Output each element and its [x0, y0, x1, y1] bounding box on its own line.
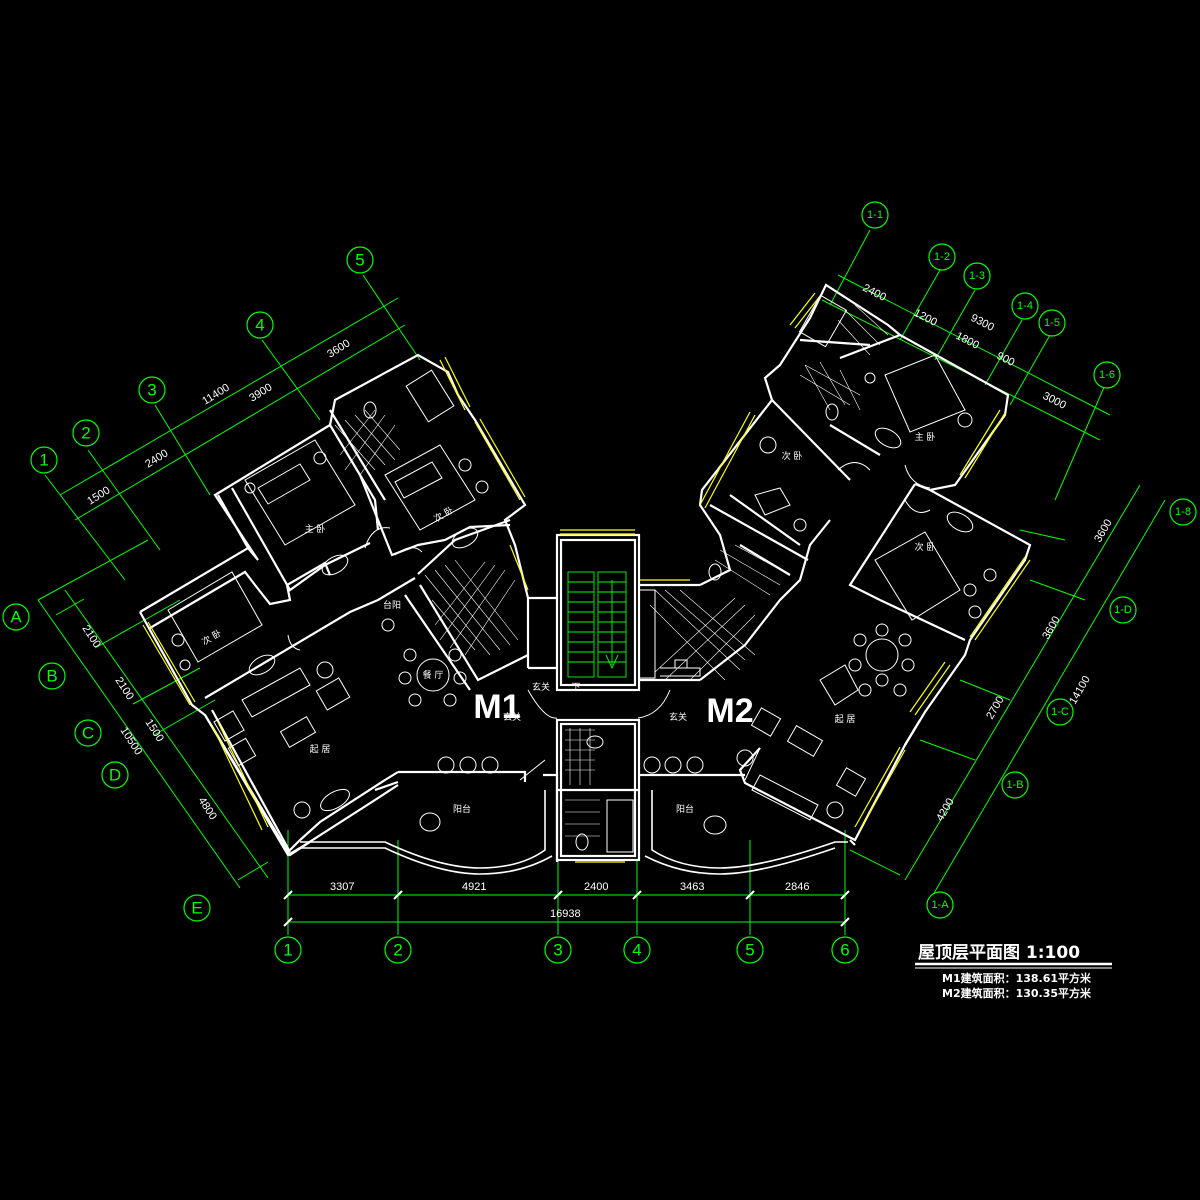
- dim-tl-4: 3600: [325, 337, 352, 360]
- grid-axis-D: D: [109, 766, 121, 785]
- grid-axis-2: 2: [393, 941, 402, 960]
- dim-bottom-1: 3307: [330, 881, 354, 893]
- dim-tl-2: 2400: [143, 447, 170, 470]
- grid-axis-tl-4: 4: [255, 316, 264, 335]
- stair-landing-label: 玄关: [532, 681, 550, 693]
- grid-axis-tl-1: 1: [39, 451, 48, 470]
- dim-tr-5: 3000: [1041, 390, 1068, 412]
- stair-flights: [567, 571, 627, 678]
- grid-axis-tl-5: 5: [355, 251, 364, 270]
- dim-left-2: 2100: [112, 675, 135, 702]
- dim-tr-4: 900: [995, 350, 1017, 369]
- grid-axis-1-3: 1-3: [969, 270, 985, 282]
- grid-axis-1-D: 1-D: [1114, 604, 1132, 616]
- dim-tr-3: 1800: [954, 330, 981, 352]
- grid-axis-1-B: 1-B: [1006, 779, 1023, 791]
- room-label-m2-entry: 玄关: [669, 711, 687, 723]
- dim-bottom-2: 4921: [462, 881, 486, 893]
- dim-right-3: 2700: [984, 694, 1007, 721]
- dim-tl-3: 3900: [247, 381, 274, 404]
- grid-axis-4: 4: [632, 941, 641, 960]
- dim-bottom-4: 3463: [680, 881, 704, 893]
- grid-axis-1-A: 1-A: [931, 899, 949, 911]
- grid-lines: [37, 229, 1166, 935]
- walls: [139, 283, 1032, 862]
- room-label-m2-bed3: 次 卧: [915, 541, 936, 553]
- dim-left-total: 10500: [117, 725, 144, 757]
- drawing-title: 屋顶层平面图 1:100: [918, 943, 1080, 963]
- room-label-m1-balcony: 阳台: [453, 803, 471, 815]
- dim-tr-total: 9300: [969, 312, 996, 334]
- area-m1: M1建筑面积：138.61平方米: [942, 971, 1092, 985]
- room-label-m1-bed3: 次 卧: [199, 627, 223, 648]
- area-m2: M2建筑面积：130.35平方米: [942, 986, 1092, 1000]
- grid-axis-5: 5: [745, 941, 754, 960]
- dim-left-4: 4800: [195, 795, 218, 822]
- dim-bottom-3: 2400: [584, 881, 608, 893]
- grid-axis-1-1: 1-1: [867, 209, 883, 221]
- room-label-m1-living: 起 居: [310, 744, 331, 755]
- dim-right-total: 14100: [1067, 674, 1093, 706]
- dim-right-4: 4200: [934, 796, 957, 823]
- unit-label-m2: M2: [706, 692, 753, 730]
- grid-axis-3: 3: [553, 941, 562, 960]
- grid-axis-6: 6: [840, 941, 849, 960]
- dim-bottom-5: 2846: [785, 881, 809, 893]
- grid-axis-C: C: [82, 724, 94, 743]
- dim-right-1: 3600: [1092, 517, 1115, 544]
- grid-axis-1: 1: [283, 941, 292, 960]
- dim-ticks: [283, 890, 850, 927]
- room-label-m1-balcony2: 台阳: [383, 599, 401, 611]
- dim-right-2: 3600: [1040, 614, 1063, 641]
- dim-tr-1: 2400: [861, 282, 888, 304]
- dim-tr-2: 1200: [912, 307, 939, 329]
- grid-axis-1-8: 1-8: [1175, 506, 1191, 518]
- grid-axis-1-C: 1-C: [1051, 706, 1069, 718]
- room-label-m2-balcony: 阳台: [676, 803, 694, 815]
- unit-label-m1: M1: [473, 688, 520, 726]
- dim-left-3: 1500: [142, 717, 165, 744]
- tiled-floors: [334, 304, 889, 837]
- dim-bottom-total: 16938: [550, 908, 581, 920]
- room-label-m1-second: 次 卧: [431, 504, 455, 525]
- grid-axis-tl-2: 2: [81, 424, 90, 443]
- grid-axis-1-6: 1-6: [1099, 369, 1115, 381]
- balcony-edges: [300, 790, 848, 875]
- grid-axis-1-2: 1-2: [934, 251, 950, 263]
- doors: [287, 462, 931, 781]
- windows: [142, 292, 1031, 863]
- furniture: [167, 294, 997, 853]
- dim-left-1: 2100: [79, 623, 102, 650]
- stair-down-label: 下: [571, 683, 580, 693]
- grid-axis-A: A: [10, 608, 22, 627]
- grid-axis-1-5: 1-5: [1044, 317, 1060, 329]
- dim-tl-1: 1500: [85, 484, 112, 507]
- room-label-m2-second: 次 卧: [782, 450, 803, 462]
- room-label-m1-entry: 玄关: [503, 711, 521, 723]
- room-label-m1-dining: 餐 厅: [423, 669, 444, 681]
- grid-axis-tl-3: 3: [147, 381, 156, 400]
- room-label-m2-living: 起 居: [835, 714, 856, 725]
- grid-bubbles: [2, 201, 1197, 964]
- room-label-m1-master: 主 卧: [305, 523, 326, 535]
- grid-axis-E: E: [191, 899, 202, 918]
- grid-axis-B: B: [46, 667, 57, 686]
- room-label-m2-master: 主 卧: [915, 431, 936, 443]
- grid-axis-1-4: 1-4: [1017, 300, 1033, 312]
